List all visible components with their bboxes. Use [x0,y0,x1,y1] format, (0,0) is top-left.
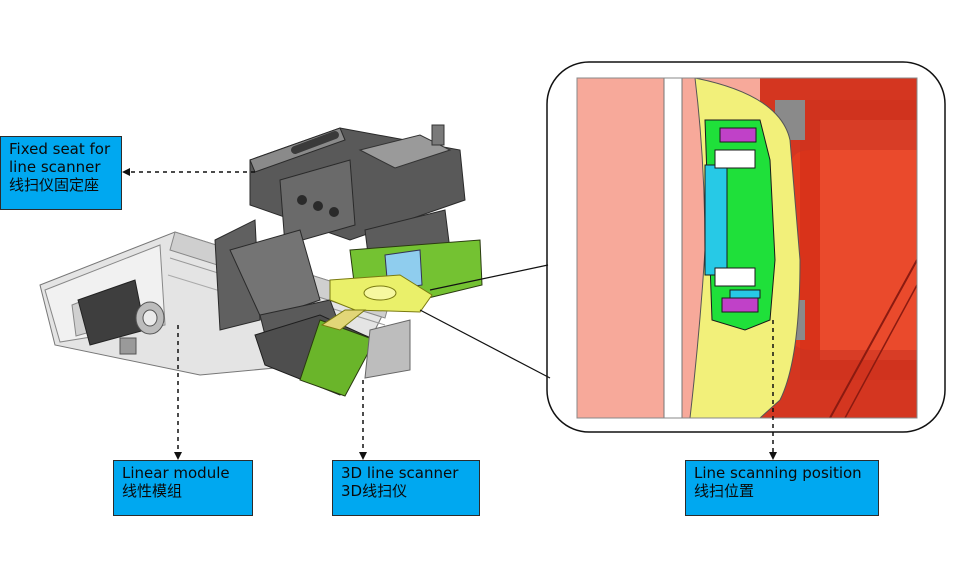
linear-module-motor [77,279,165,355]
3d-line-scanner-body [254,239,483,397]
label-3d-scanner-en: 3D line scanner [341,464,459,482]
callout-line-lower [419,309,551,379]
label-3d-scanner-zh: 3D线扫仪 [341,482,408,500]
label-linear-module-zh: 线性模组 [122,482,183,500]
label-fixed-seat: Fixed seat for line scanner 线扫仪固定座 [0,136,122,210]
scan-position-detail [577,78,917,418]
label-scan-position-en: Line scanning position [694,464,862,482]
label-linear-module-en: Linear module [122,464,230,482]
workpiece-fixture [320,274,433,331]
label-linear-module: Linear module 线性模组 [113,460,253,516]
label-scan-position-zh: 线扫位置 [694,482,755,500]
label-3d-scanner: 3D line scanner 3D线扫仪 [332,460,480,516]
label-scan-position: Line scanning position 线扫位置 [685,460,879,516]
label-fixed-seat-zh: 线扫仪固定座 [9,176,100,194]
label-fixed-seat-en-2: line scanner [9,158,101,176]
label-fixed-seat-en-1: Fixed seat for [9,140,111,158]
callout-line-upper [429,264,549,291]
